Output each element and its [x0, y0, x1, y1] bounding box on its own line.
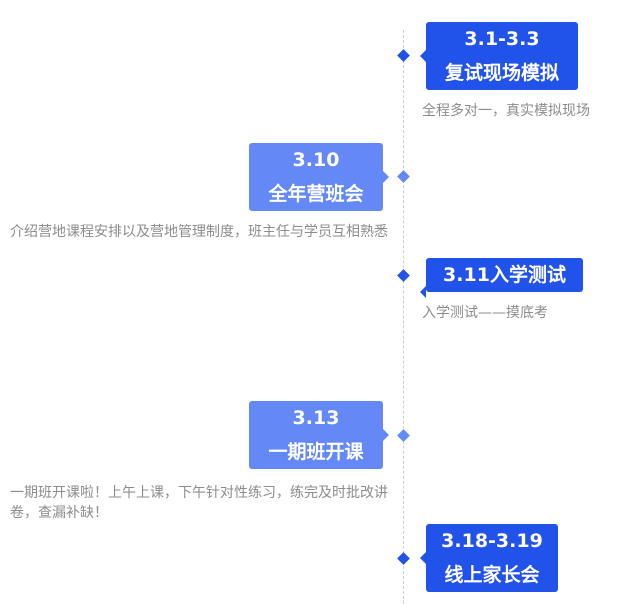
event-desc: 一期班开课啦！上午上课，下午针对性练习，练完及时批改讲卷，查漏补缺！	[10, 485, 388, 521]
event-date: 3.18-3.19	[441, 530, 543, 552]
event-desc: 全程多对一，真实模拟现场	[422, 103, 590, 119]
event-card: 3.10 全年营班会	[249, 143, 389, 211]
diamond-marker-icon	[397, 49, 410, 62]
event-card: 3.18-3.19 线上家长会	[420, 524, 558, 592]
event-card: 3.11入学测试	[420, 258, 583, 298]
diamond-marker-icon	[397, 170, 410, 183]
diamond-marker-icon	[397, 269, 410, 282]
event-title: 入学测试	[489, 264, 566, 286]
timeline-axis	[403, 30, 404, 604]
event-date: 3.11	[443, 264, 490, 286]
event-desc: 入学测试——摸底考	[422, 305, 548, 321]
event-card: 3.13 一期班开课	[249, 401, 389, 469]
event-title: 复试现场模拟	[444, 62, 559, 84]
event-date: 3.13	[292, 407, 340, 429]
event-title: 一期班开课	[268, 441, 364, 463]
diamond-marker-icon	[397, 429, 410, 442]
event-date: 3.1-3.3	[464, 28, 540, 50]
event-date: 3.10	[292, 149, 340, 171]
event-title: 线上家长会	[444, 564, 540, 586]
event-desc: 介绍营地课程安排以及营地管理制度，班主任与学员互相熟悉	[10, 224, 388, 240]
event-card: 3.1-3.3 复试现场模拟	[420, 22, 578, 90]
event-title: 全年营班会	[268, 183, 364, 205]
diamond-marker-icon	[397, 552, 410, 565]
